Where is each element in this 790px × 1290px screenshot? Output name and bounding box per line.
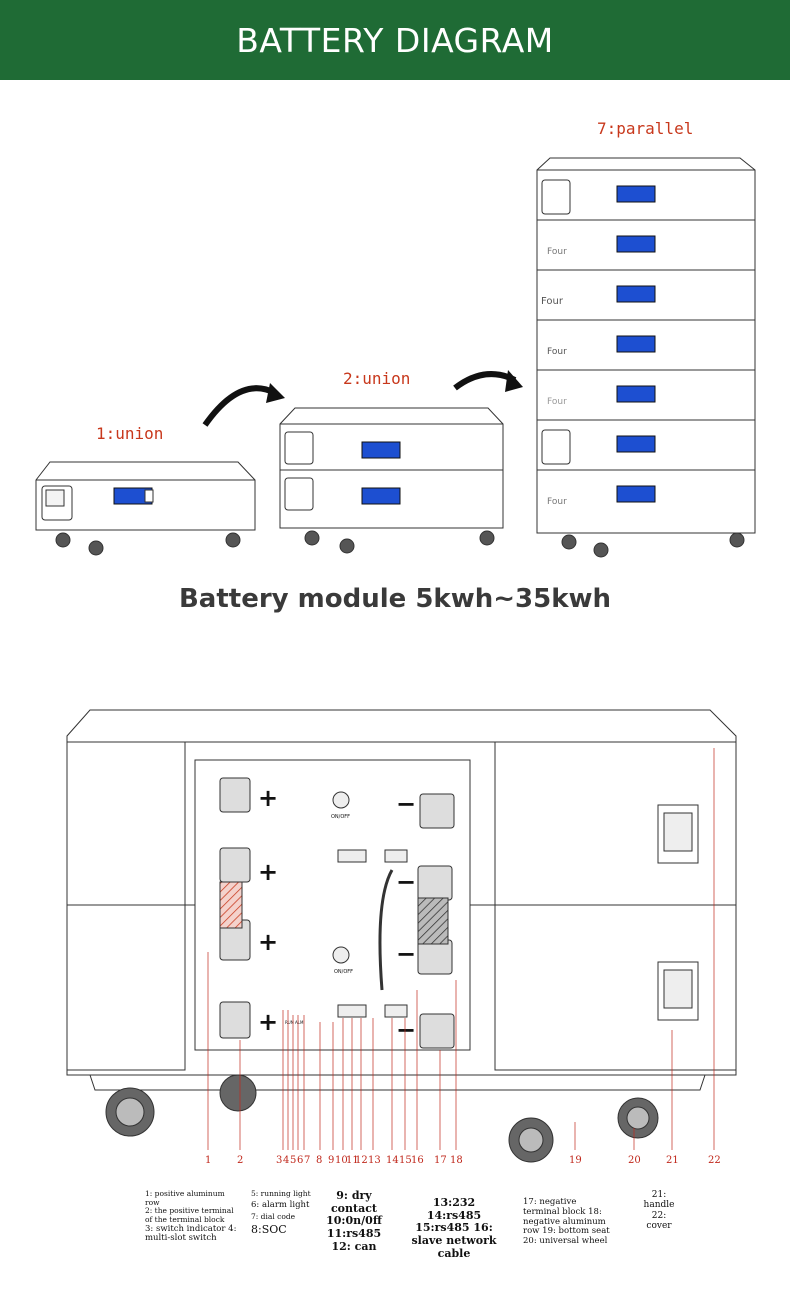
callout-19: 19 — [569, 1155, 582, 1166]
legend-item-7: 7: dial code — [251, 1212, 296, 1222]
callout-20: 20 — [628, 1155, 641, 1166]
callout-10: 10 — [335, 1155, 348, 1166]
callout-12: 12 — [355, 1155, 368, 1166]
minus-sign: − — [396, 1016, 416, 1044]
legend-col-2: 5: running light 6: alarm light 7: dial … — [251, 1189, 321, 1237]
alm-label: ALM — [295, 1020, 304, 1025]
legend-col-4: 13:232 14:rs485 15:rs485 16: slave netwo… — [411, 1196, 497, 1260]
union-2-label: 2:union — [343, 369, 411, 388]
callout-lines — [207, 748, 715, 1150]
parallel-label: 7:parallel — [597, 119, 694, 138]
minus-sign: − — [396, 868, 416, 896]
side-tag: Four — [547, 397, 567, 407]
plus-sign: + — [258, 858, 278, 886]
legend-item-8: 8:SOC — [251, 1223, 287, 1237]
callout-15: 15 — [399, 1155, 412, 1166]
callout-7: 7 — [304, 1155, 310, 1166]
legend-item-6: 6: alarm light — [251, 1199, 310, 1210]
callout-3: 3 — [276, 1155, 282, 1166]
callout-5: 5 — [290, 1155, 296, 1166]
parallel-stack — [536, 157, 756, 558]
side-tag: Four — [541, 296, 564, 307]
on-off-label: ON/OFF — [331, 814, 350, 820]
side-tag: Four — [547, 247, 567, 257]
callout-16: 16 — [411, 1155, 424, 1166]
callout-21: 21 — [666, 1155, 679, 1166]
page-title: BATTERY DIAGRAM — [236, 20, 554, 60]
callout-13: 13 — [368, 1155, 381, 1166]
minus-sign: − — [396, 790, 416, 818]
callout-9: 9 — [328, 1155, 334, 1166]
plus-sign: + — [258, 928, 278, 956]
legend-item-1: 1: positive aluminum row — [145, 1189, 225, 1207]
legend-col-5: 17: negative terminal block 18: negative… — [523, 1197, 610, 1247]
union-1-label: 1:union — [96, 424, 164, 443]
callout-22: 22 — [708, 1155, 721, 1166]
legend-item-2: 2: the positive terminal of the terminal… — [145, 1206, 234, 1224]
callout-8: 8 — [316, 1155, 322, 1166]
callout-numbers: 1 2 3 4 5 6 7 8 9 10 11 12 13 14 15 16 1… — [205, 1155, 721, 1166]
legend-col-3: 9: dry contact 10:0n/0ff 11:rs485 12: ca… — [326, 1189, 382, 1253]
minus-sign: − — [396, 940, 416, 968]
single-module — [35, 461, 256, 556]
subtitle: Battery module 5kwh~35kwh — [178, 584, 612, 614]
callout-18: 18 — [450, 1155, 463, 1166]
run-label: RUN — [285, 1020, 294, 1025]
side-tag: Four — [547, 497, 567, 507]
double-module — [279, 407, 504, 554]
legend-col-6: 21: handle 22: cover — [643, 1190, 675, 1232]
detailed-module — [66, 709, 737, 1163]
legend-item-3: 3: switch indicator 4: multi-slot switch — [145, 1223, 237, 1244]
callout-11: 11 — [346, 1155, 359, 1166]
plus-sign: + — [258, 784, 278, 812]
header-banner: BATTERY DIAGRAM — [0, 0, 790, 80]
legend-item-5: 5: running light — [251, 1189, 311, 1198]
callout-1: 1 — [205, 1155, 211, 1166]
callout-6: 6 — [297, 1155, 303, 1166]
callout-14: 14 — [386, 1155, 399, 1166]
callout-4: 4 — [283, 1155, 289, 1166]
callout-17: 17 — [434, 1155, 447, 1166]
side-tag: Four — [547, 347, 567, 357]
plus-sign: + — [258, 1008, 278, 1036]
callout-2: 2 — [237, 1155, 243, 1166]
on-off-label: ON/OFF — [334, 969, 353, 975]
legend-col-1: 1: positive aluminum row 2: the positive… — [145, 1189, 240, 1244]
